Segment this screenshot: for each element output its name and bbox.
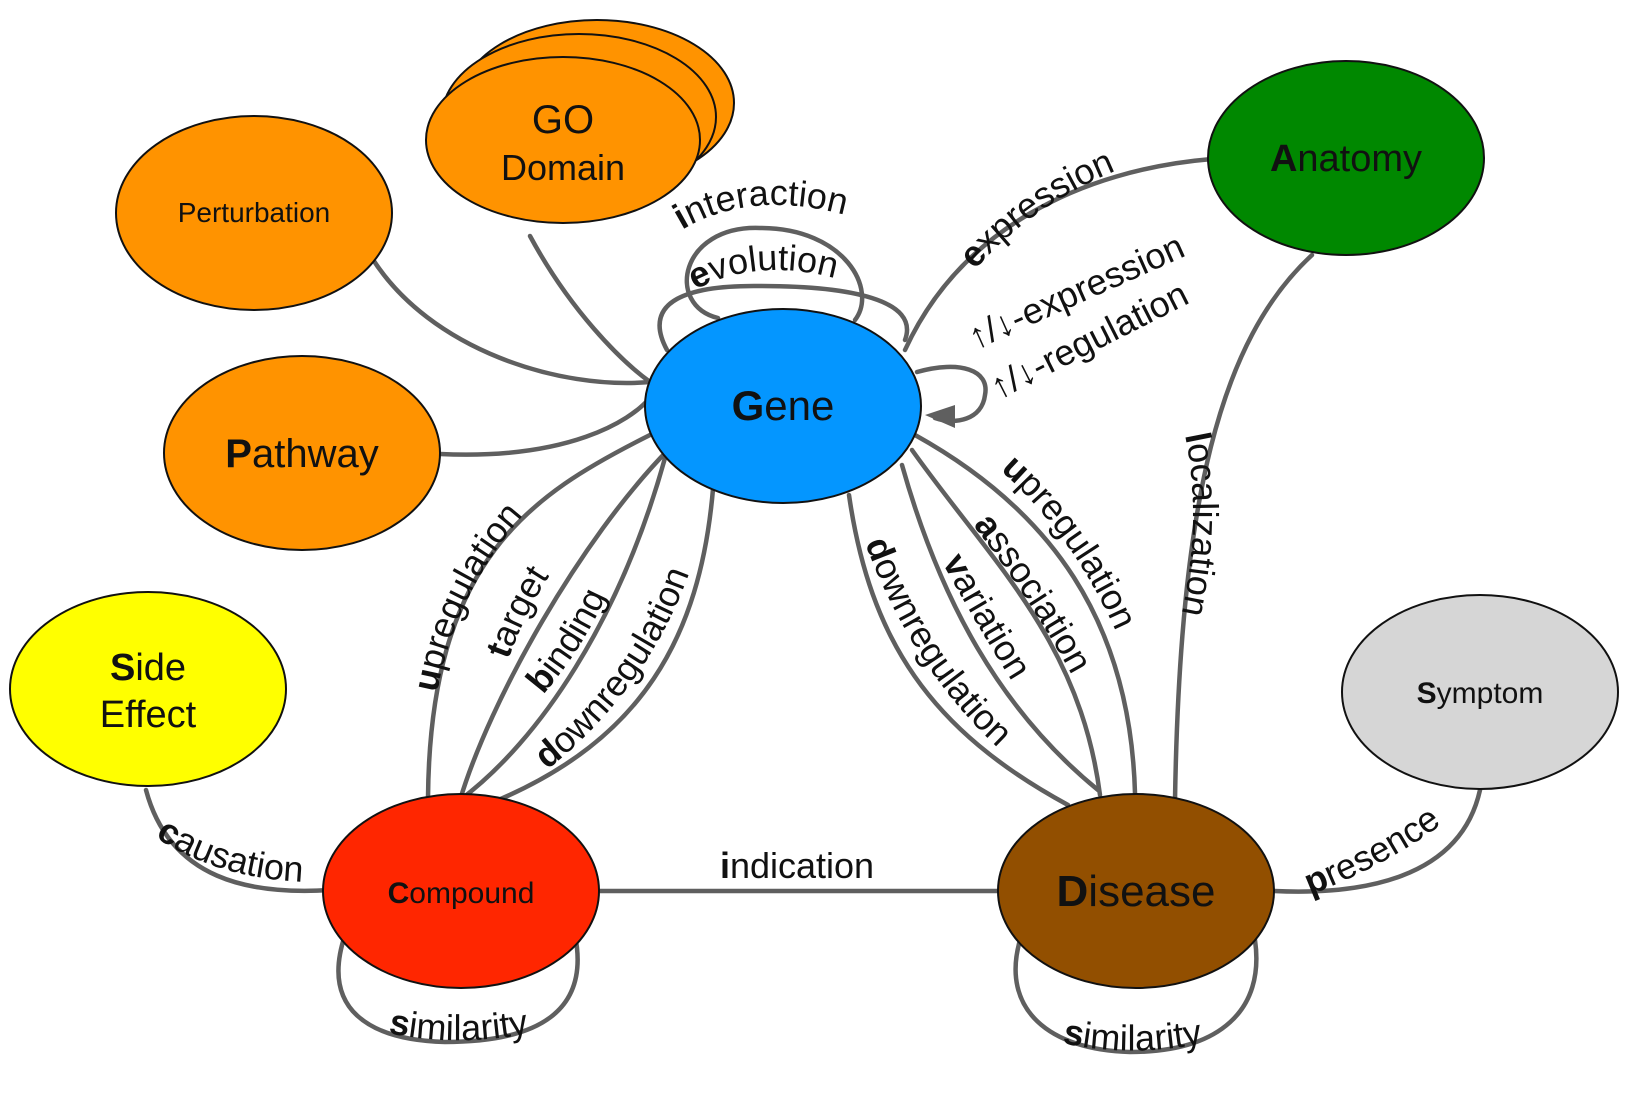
label-go-line2: Domain xyxy=(501,147,625,188)
edge-gene-compound-downregulation xyxy=(493,486,716,804)
edge-compound-similarity xyxy=(336,932,580,1045)
edge-disease-similarity xyxy=(1013,937,1259,1055)
label-symptom: Symptom xyxy=(1417,677,1544,710)
edge-go-gene xyxy=(527,233,653,385)
edge-gene-evolution xyxy=(657,283,910,353)
edge-label-expression: expression xyxy=(951,140,1120,275)
edge-gene-compound-binding xyxy=(457,455,668,803)
label-anatomy: Anatomy xyxy=(1270,138,1422,180)
regulation-arrowhead xyxy=(925,405,955,428)
node-symptom xyxy=(1341,594,1619,790)
label-side-effect-line1: Side xyxy=(110,647,186,689)
node-disease xyxy=(997,793,1275,989)
edge-gene-disease-upregulation xyxy=(912,432,1138,796)
edge-label-indication: indication xyxy=(720,845,874,886)
edge-label-compound-similarity: similarity xyxy=(387,1001,531,1049)
edge-label-disease-similarity: similarity xyxy=(1060,1011,1204,1059)
node-side-effect xyxy=(9,591,287,787)
node-pathway xyxy=(163,355,441,551)
edge-pathway-gene xyxy=(437,397,651,457)
edge-gene-anatomy-expression xyxy=(902,156,1215,353)
nodes xyxy=(9,19,1619,989)
edge-gene-regulation-loop xyxy=(914,364,988,424)
edge-disease-symptom-presence xyxy=(1271,787,1483,894)
edge-gene-disease-downregulation xyxy=(846,492,1071,808)
edge-perturbation-gene xyxy=(369,255,653,386)
label-perturbation: Perturbation xyxy=(178,197,331,228)
node-go-domain xyxy=(425,56,701,224)
node-labels: GO Domain Perturbation Pathway Gene Anat… xyxy=(100,98,1544,916)
label-gene: Gene xyxy=(732,382,835,429)
node-perturbation xyxy=(115,115,393,311)
edge-gene-compound-target xyxy=(457,447,671,803)
edge-gene-disease-variation xyxy=(899,462,1101,793)
edge-gene-compound-upregulation xyxy=(425,432,653,801)
node-anatomy xyxy=(1207,60,1485,256)
label-compound: Compound xyxy=(388,877,535,910)
edges xyxy=(143,156,1483,1055)
label-go-line1: GO xyxy=(532,98,594,142)
edge-label-causation: causation xyxy=(151,809,305,890)
node-gene xyxy=(644,308,922,504)
edge-anatomy-disease-localization xyxy=(1172,252,1315,803)
label-disease: Disease xyxy=(1057,867,1216,916)
node-compound xyxy=(322,793,600,989)
label-pathway: Pathway xyxy=(225,432,378,476)
edge-sideeffect-compound-causation xyxy=(143,787,333,894)
label-side-effect-line2: Effect xyxy=(100,694,197,736)
edge-gene-disease-association xyxy=(909,447,1103,798)
